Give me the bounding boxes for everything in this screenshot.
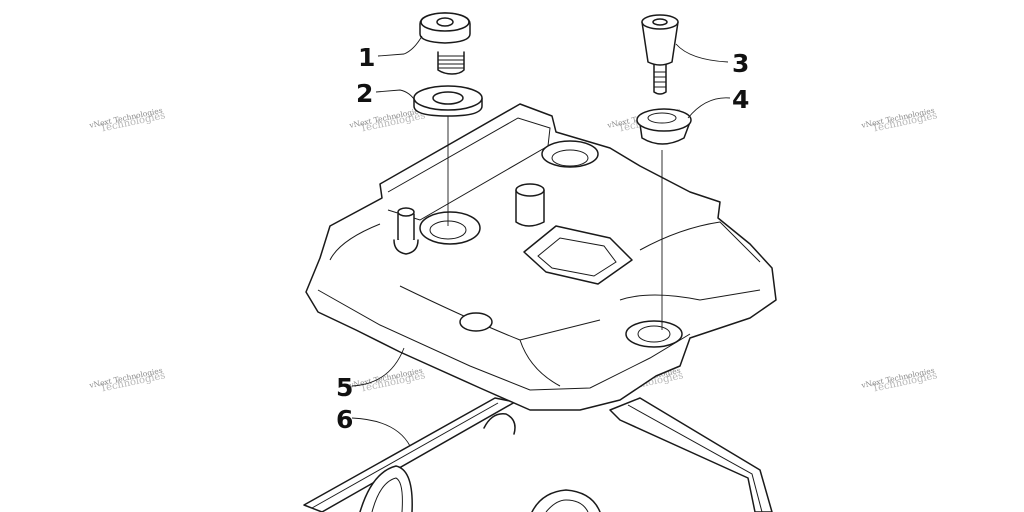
valve-cover-part	[305, 103, 777, 411]
grommet-part	[636, 108, 692, 145]
shoulder-bolt-part	[641, 14, 679, 95]
flange-bolt-part	[419, 12, 471, 75]
callout-3: 3	[732, 49, 749, 78]
callout-5: 5	[336, 373, 353, 402]
callout-4: 4	[732, 85, 749, 114]
callout-6: 6	[336, 405, 353, 434]
callout-1: 1	[358, 43, 375, 72]
callout-2: 2	[356, 79, 373, 108]
callout-labels: 1 2 3 4 5 6	[336, 43, 749, 434]
leader-lines	[351, 35, 731, 447]
gasket-part	[303, 397, 773, 512]
seal-washer-part	[413, 85, 483, 117]
